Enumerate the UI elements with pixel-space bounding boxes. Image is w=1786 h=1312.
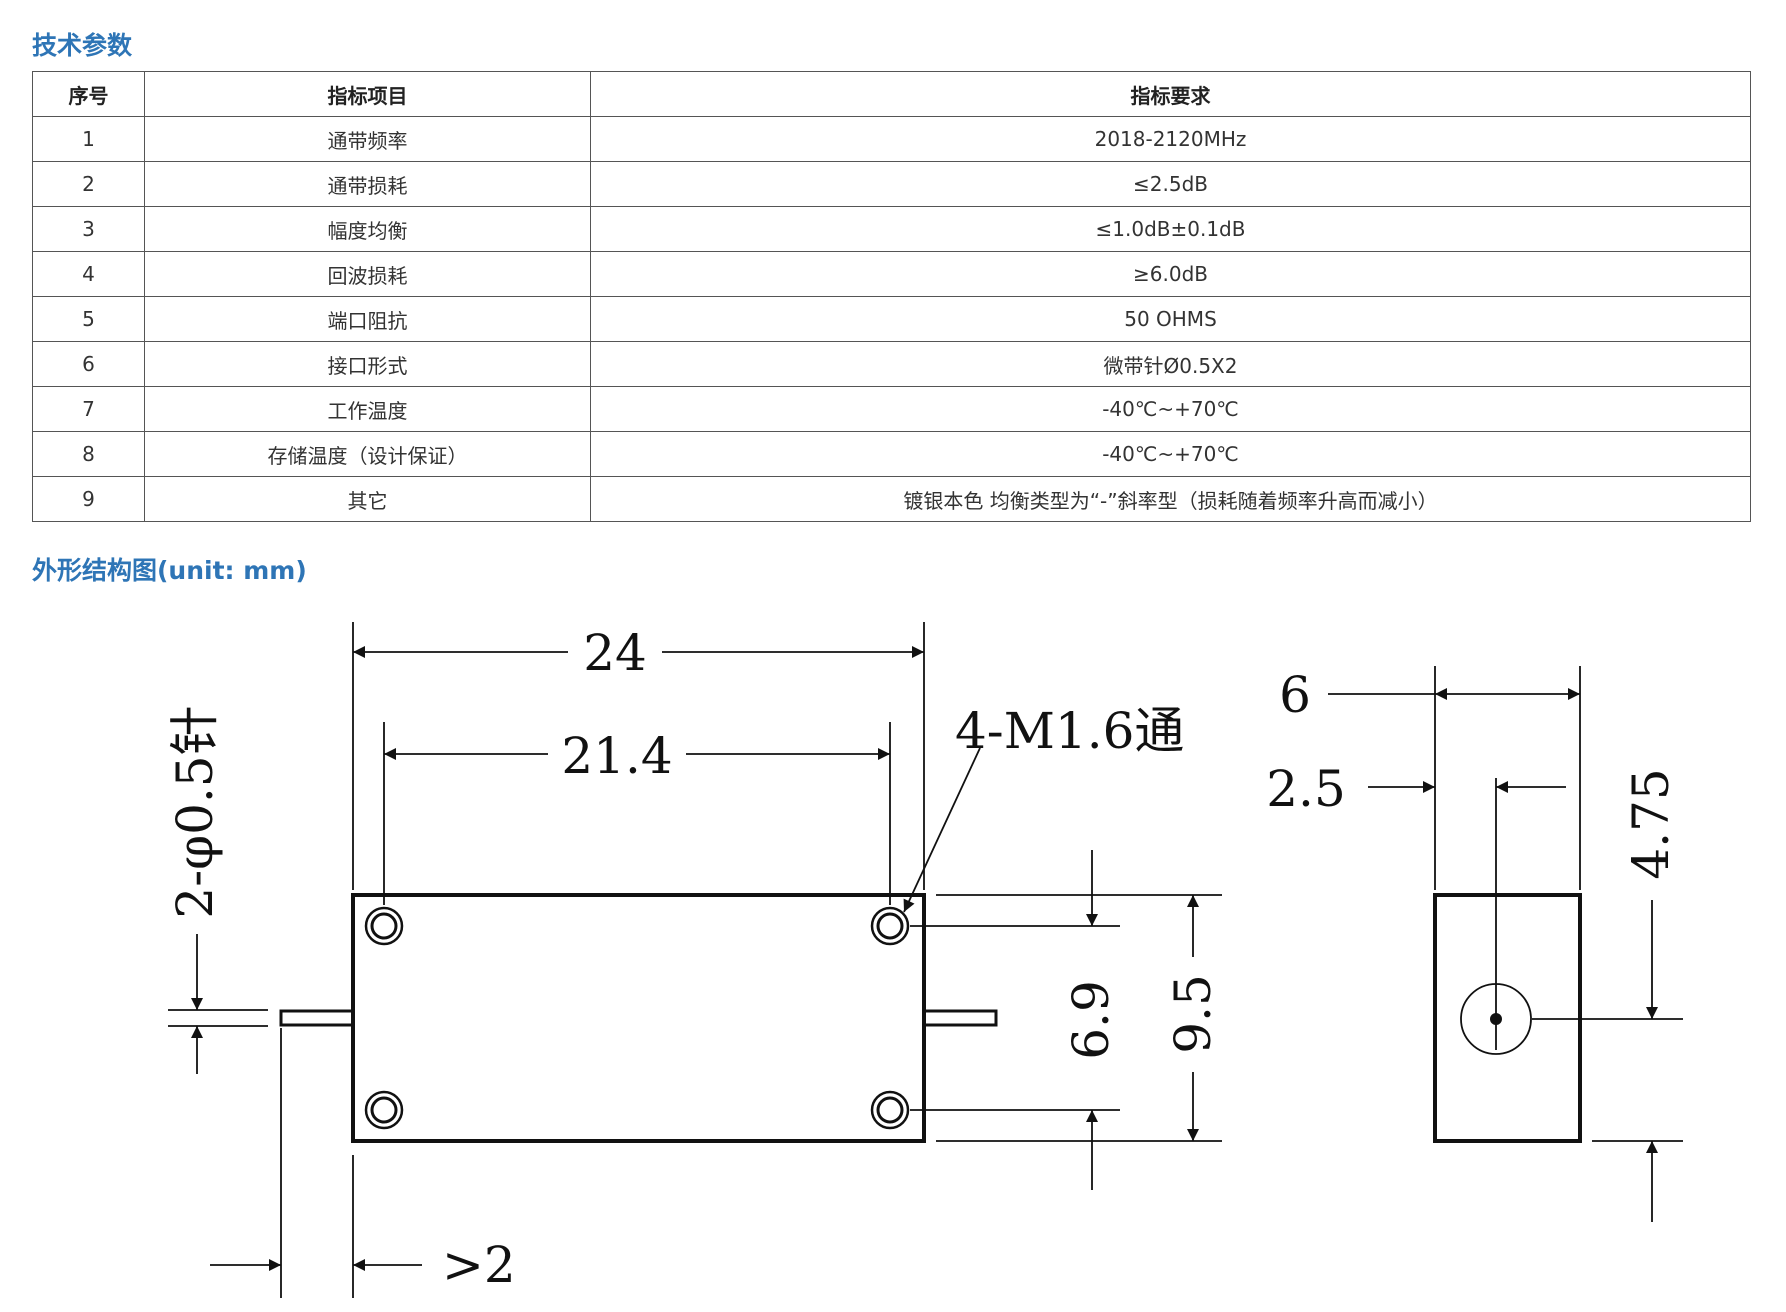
row-index: 3 <box>32 206 145 252</box>
row-index: 1 <box>32 116 145 162</box>
row-index: 8 <box>32 431 145 477</box>
header-index: 序号 <box>32 71 145 117</box>
row-requirement: 镀银本色 均衡类型为“-”斜率型（损耗随着频率升高而减小） <box>590 476 1751 522</box>
row-requirement: 2018-2120MHz <box>590 116 1751 162</box>
row-item: 通带频率 <box>144 116 591 162</box>
row-item: 幅度均衡 <box>144 206 591 252</box>
row-item: 存储温度（设计保证） <box>144 431 591 477</box>
row-requirement: ≤1.0dB±0.1dB <box>590 206 1751 252</box>
row-index: 9 <box>32 476 145 522</box>
dim-pin-length-label: >2 <box>442 1236 516 1294</box>
dim-pin-offset-label: 2.5 <box>1266 760 1346 818</box>
row-item: 接口形式 <box>144 341 591 387</box>
row-index: 5 <box>32 296 145 342</box>
mounting-hole <box>870 1090 910 1130</box>
header-item: 指标项目 <box>144 71 591 117</box>
row-item: 端口阻抗 <box>144 296 591 342</box>
table-header-row: 序号 指标项目 指标要求 <box>32 71 1751 117</box>
outline-drawing: 24 21.4 4-M1.6通 2-φ0.5针 >2 6.9 9.5 6 2.5… <box>166 622 1683 1298</box>
row-item: 工作温度 <box>144 386 591 432</box>
row-requirement: ≤2.5dB <box>590 161 1751 207</box>
input-pin <box>279 1009 355 1027</box>
housing-outline <box>351 893 926 1143</box>
dim-length-label: 24 <box>583 624 647 682</box>
row-item: 通带损耗 <box>144 161 591 207</box>
mounting-hole <box>364 1090 404 1130</box>
specs-section-title: 技术参数 <box>32 31 133 60</box>
row-index: 7 <box>32 386 145 432</box>
row-requirement: -40℃~+70℃ <box>590 431 1751 477</box>
row-requirement: ≥6.0dB <box>590 251 1751 297</box>
drawing-section-title: 外形结构图(unit: mm) <box>32 556 307 585</box>
mounting-hole <box>364 906 404 946</box>
side-view-outline <box>1433 893 1582 1143</box>
header-requirement: 指标要求 <box>590 71 1751 117</box>
output-pin <box>922 1009 998 1027</box>
dim-thickness-label: 6 <box>1279 666 1311 724</box>
row-index: 4 <box>32 251 145 297</box>
row-requirement: 50 OHMS <box>590 296 1751 342</box>
mounting-hole <box>870 906 910 946</box>
hole-note-label: 4-M1.6通 <box>955 702 1184 760</box>
row-index: 2 <box>32 161 145 207</box>
row-item: 回波损耗 <box>144 251 591 297</box>
row-item: 其它 <box>144 476 591 522</box>
row-requirement: -40℃~+70℃ <box>590 386 1751 432</box>
dim-hole-spacing-label: 21.4 <box>561 727 672 785</box>
dim-pin-height-label: 4.75 <box>1622 768 1680 879</box>
dim-hole-pitch-label: 6.9 <box>1062 980 1120 1060</box>
row-requirement: 微带针Ø0.5X2 <box>590 341 1751 387</box>
pin-note-label: 2-φ0.5针 <box>166 705 224 918</box>
dim-height-label: 9.5 <box>1164 974 1222 1054</box>
row-index: 6 <box>32 341 145 387</box>
